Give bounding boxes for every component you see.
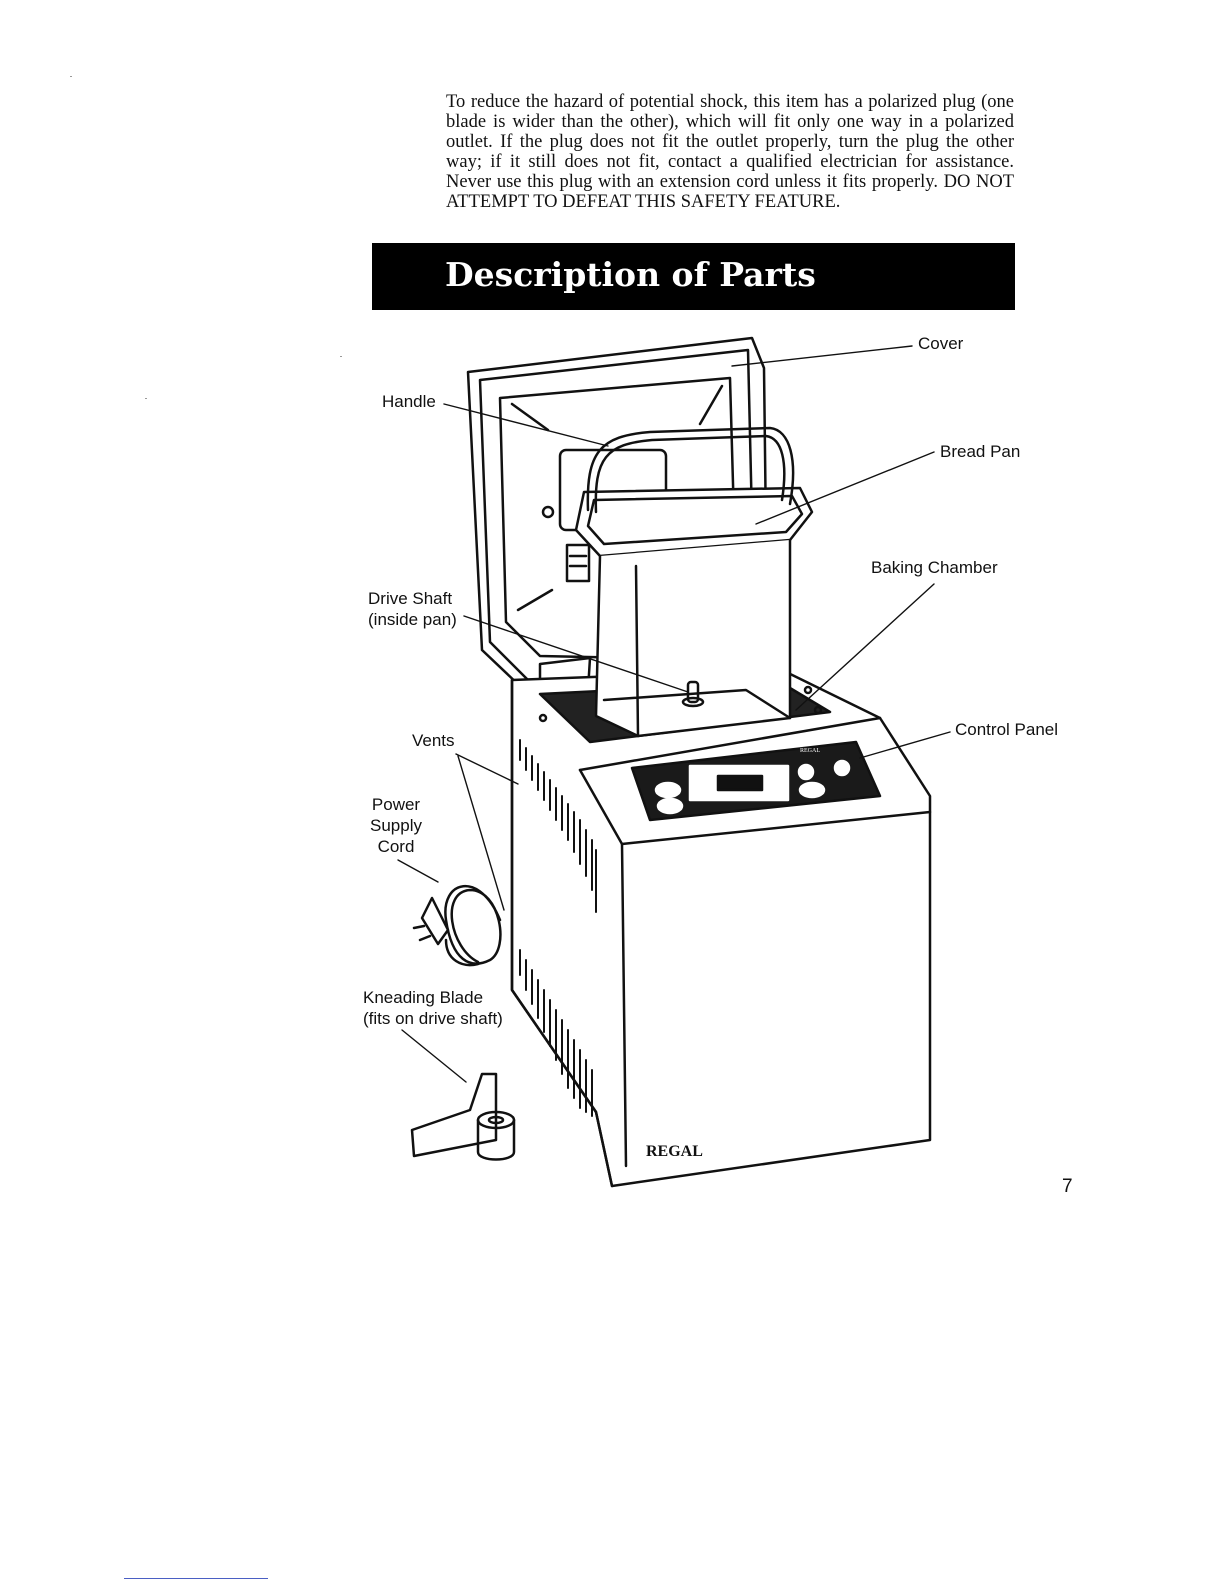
label-baking-chamber: Baking Chamber xyxy=(871,557,998,578)
machine-body xyxy=(512,670,930,1186)
kneading-blade xyxy=(412,1074,514,1160)
label-bread-pan: Bread Pan xyxy=(940,441,1020,462)
margin-mark xyxy=(145,398,147,399)
page-number: 7 xyxy=(1062,1176,1073,1198)
panel-brand-label: REGAL xyxy=(800,748,820,754)
label-vents: Vents xyxy=(412,730,455,751)
brand-label: REGAL xyxy=(646,1143,703,1160)
margin-mark xyxy=(70,76,72,77)
margin-mark xyxy=(340,356,342,357)
power-cord xyxy=(414,886,500,965)
label-drive-shaft: Drive Shaft (inside pan) xyxy=(368,588,457,630)
label-cover: Cover xyxy=(918,333,963,354)
label-kneading-blade: Kneading Blade (fits on drive shaft) xyxy=(363,987,503,1029)
label-power-cord: Power Supply Cord xyxy=(369,794,423,857)
label-control-panel: Control Panel xyxy=(955,719,1058,740)
footer-rule xyxy=(124,1578,268,1579)
label-handle: Handle xyxy=(382,391,436,412)
